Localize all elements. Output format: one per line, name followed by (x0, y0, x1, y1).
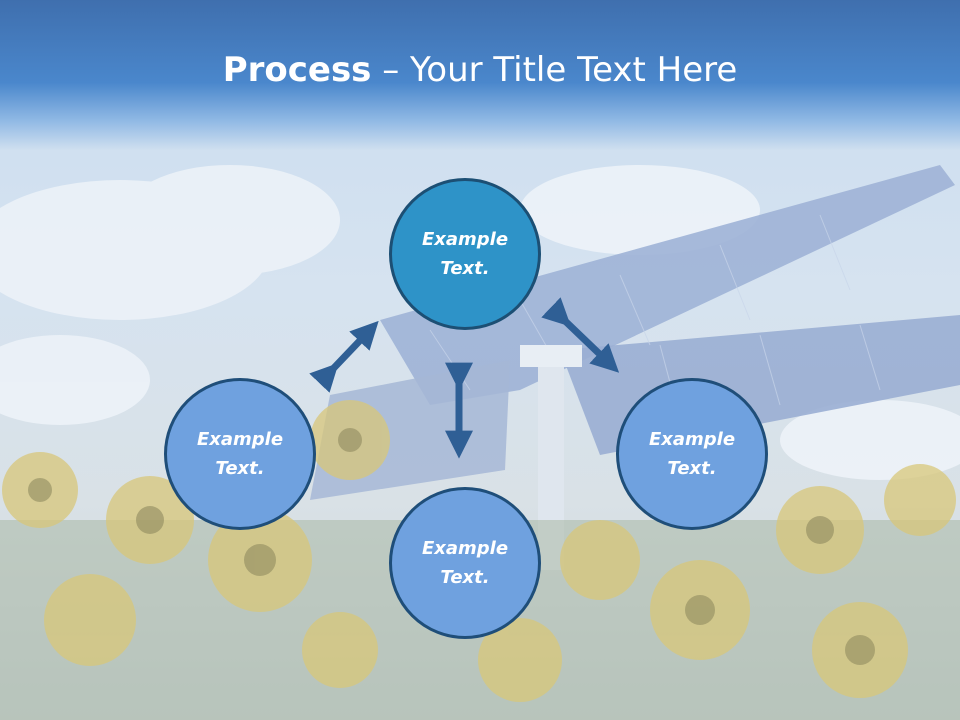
title-bar (0, 0, 960, 150)
title-rest-part: – Your Title Text Here (371, 50, 738, 90)
title-bold-part: Process (222, 50, 372, 90)
process-node-left: Example Text. (164, 378, 316, 530)
arrow-top-right (541, 297, 620, 373)
arrow-top-left (309, 320, 379, 393)
process-node-right: Example Text. (616, 378, 768, 530)
process-node-top-text: Example Text. (421, 229, 509, 279)
process-node-bottom: Example Text. (389, 487, 541, 639)
process-node-bottom-text: Example Text. (421, 538, 509, 588)
process-node-top: Example Text. (389, 178, 541, 330)
process-node-left-text: Example Text. (196, 429, 284, 479)
process-node-right-text: Example Text. (648, 429, 736, 479)
clouds (0, 165, 960, 480)
slide-title: Process – Your Title Text Here (0, 50, 960, 90)
